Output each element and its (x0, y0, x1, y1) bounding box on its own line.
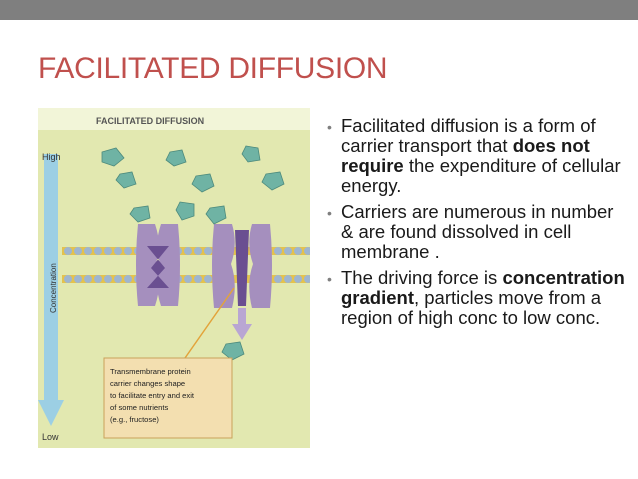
caption-line: of some nutrients (110, 403, 168, 412)
molecule (129, 205, 151, 223)
molecule (101, 147, 125, 167)
slide-title: FACILITATED DIFFUSION (38, 52, 388, 85)
pointer-line (177, 287, 235, 369)
bullet-marker: • (327, 119, 332, 135)
bullet-text: The driving force is (341, 267, 503, 288)
molecule-group (101, 145, 285, 361)
bullet-emphasis: concentration gradient (341, 267, 625, 308)
molecule (175, 201, 195, 221)
diffusion-figure: FACILITATED DIFFUSION High Low Concentra… (38, 108, 310, 448)
bullet-text: , particles move from a region of high c… (341, 287, 602, 328)
bullet-item: • Facilitated diffusion is a form of car… (327, 116, 627, 196)
figure-heading: FACILITATED DIFFUSION (96, 116, 204, 126)
caption-line: to facilitate entry and exit (110, 391, 195, 400)
caption-text: Transmembrane protein carrier changes sh… (110, 367, 196, 424)
low-label: Low (42, 432, 59, 442)
concentration-axis-label: Concentration (49, 263, 58, 313)
bullet-text: Carriers are numerous in number & are fo… (341, 201, 614, 262)
caption-line: Transmembrane protein (110, 367, 191, 376)
bullet-emphasis: does not require (341, 135, 590, 176)
bullet-list: • Facilitated diffusion is a form of car… (327, 116, 627, 334)
molecule (191, 173, 215, 193)
bullet-text: Facilitated diffusion is a form of carri… (341, 115, 596, 156)
concentration-arrow (38, 154, 64, 426)
high-label: High (42, 152, 61, 162)
carrier-protein-right (212, 224, 272, 308)
diffusion-diagram: FACILITATED DIFFUSION High Low Concentra… (38, 108, 310, 448)
top-bar (0, 0, 638, 20)
molecule (221, 341, 245, 361)
bullet-item: • Carriers are numerous in number & are … (327, 202, 627, 262)
caption-line: (e.g., fructose) (110, 415, 159, 424)
molecule (261, 171, 285, 191)
bullet-item: • The driving force is concentration gra… (327, 268, 627, 328)
exit-arrow (232, 308, 252, 340)
molecule (241, 145, 261, 163)
molecule (205, 205, 227, 225)
carrier-protein-left (136, 224, 180, 306)
bullet-text: the expenditure of cellular energy. (341, 155, 621, 196)
caption-box (103, 357, 233, 439)
caption-line: carrier changes shape (110, 379, 185, 388)
bullet-marker: • (327, 205, 332, 221)
bullet-marker: • (327, 271, 332, 287)
molecule (165, 149, 187, 167)
molecule (115, 171, 137, 189)
